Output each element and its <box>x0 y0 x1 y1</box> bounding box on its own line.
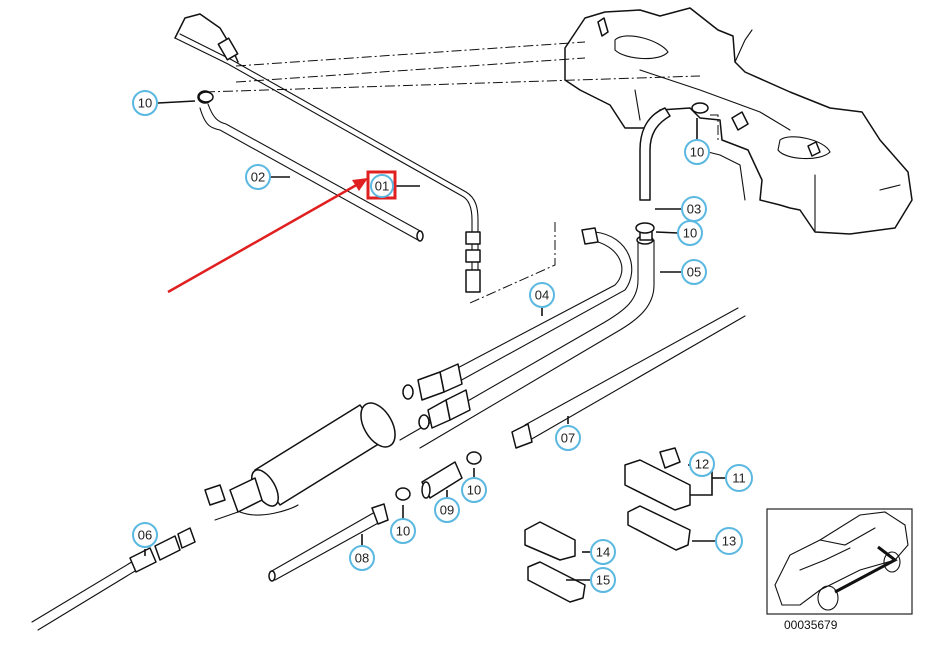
callout-label: 15 <box>596 573 610 588</box>
callout-label: 06 <box>138 528 152 543</box>
callout-07[interactable]: 07 <box>555 425 581 451</box>
part-03-hose[interactable] <box>639 107 671 201</box>
part-05-line[interactable] <box>399 227 655 449</box>
callout-05[interactable]: 05 <box>681 259 707 285</box>
callout-10-b[interactable]: 10 <box>684 139 710 165</box>
part-08-pipe[interactable] <box>268 503 389 582</box>
connection-line <box>235 41 586 67</box>
part-14-clip[interactable] <box>524 521 576 561</box>
highlight-arrow <box>167 178 368 294</box>
part-09-sleeve[interactable] <box>421 461 463 499</box>
callout-08[interactable]: 08 <box>349 545 375 571</box>
fuel-filter <box>204 402 396 521</box>
callout-label: 10 <box>683 226 697 241</box>
callout-10-a[interactable]: 10 <box>132 90 158 116</box>
callout-label: 08 <box>355 551 369 566</box>
callout-10-d[interactable]: 10 <box>461 477 487 503</box>
callout-12[interactable]: 12 <box>689 451 715 477</box>
fuel-tank <box>564 7 913 235</box>
callout-label: 07 <box>561 431 575 446</box>
hose-clamps <box>198 91 709 501</box>
callout-06[interactable]: 06 <box>132 522 158 548</box>
callout-label: 09 <box>440 503 454 518</box>
callout-14[interactable]: 14 <box>590 539 616 565</box>
callout-04[interactable]: 04 <box>529 282 555 308</box>
callout-13[interactable]: 13 <box>715 527 743 555</box>
callout-label: 03 <box>687 202 701 217</box>
callout-15[interactable]: 15 <box>590 567 616 593</box>
part-02-hose[interactable] <box>197 90 424 242</box>
callout-label: 02 <box>251 170 265 185</box>
callout-02[interactable]: 02 <box>245 164 271 190</box>
callout-label: 10 <box>467 483 481 498</box>
callout-label: 01 <box>375 179 389 194</box>
callout-01[interactable]: 01 <box>370 174 394 198</box>
highlight-box <box>366 170 397 200</box>
callout-label: 13 <box>722 534 736 549</box>
callout-label: 10 <box>138 96 152 111</box>
part-15-bracket[interactable] <box>527 561 586 603</box>
part-01-fuel-line[interactable] <box>174 13 481 293</box>
callout-03[interactable]: 03 <box>681 196 707 222</box>
callout-09[interactable]: 09 <box>434 497 460 523</box>
callout-10-e[interactable]: 10 <box>390 518 416 544</box>
part-07-pipe[interactable] <box>511 307 746 449</box>
callout-label: 10 <box>690 145 704 160</box>
callout-label: 10 <box>396 524 410 539</box>
part-06-pipe[interactable] <box>31 527 196 631</box>
callout-label: 14 <box>596 545 610 560</box>
callout-label: 04 <box>535 288 549 303</box>
callout-label: 12 <box>695 457 709 472</box>
document-number: 00035679 <box>784 618 838 632</box>
callout-11[interactable]: 11 <box>725 464 753 492</box>
part-04-line[interactable] <box>402 227 633 430</box>
connection-line <box>235 57 586 83</box>
part-13-bracket[interactable] <box>627 505 691 551</box>
callout-10-c[interactable]: 10 <box>677 220 703 246</box>
car-location-inset <box>766 508 913 615</box>
clip-assembly-11-12[interactable] <box>624 447 691 511</box>
callout-label: 05 <box>687 265 701 280</box>
connection-line <box>204 75 701 93</box>
connection-line <box>710 114 719 140</box>
connection-line <box>469 222 556 304</box>
callout-label: 11 <box>732 471 746 486</box>
